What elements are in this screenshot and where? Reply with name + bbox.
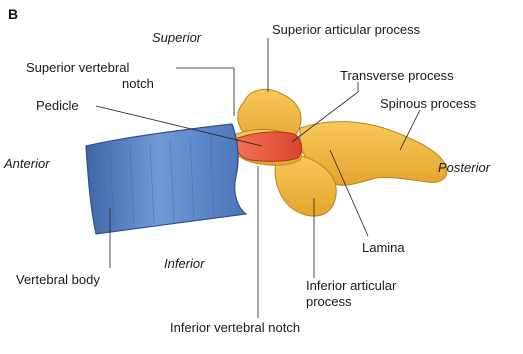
label-superior-vertebral-notch-line1: Superior vertebral [26,60,129,75]
label-pedicle: Pedicle [36,98,79,113]
orientation-inferior: Inferior [164,256,204,271]
label-inferior-vertebral-notch: Inferior vertebral notch [170,320,300,335]
label-vertebral-body: Vertebral body [16,272,100,287]
transverse-process-shape [237,132,302,161]
label-superior-articular-process: Superior articular process [272,22,420,37]
label-lamina: Lamina [362,240,405,255]
label-superior-vertebral-notch-line2: notch [122,76,154,91]
label-spinous-process: Spinous process [380,96,476,111]
panel-letter: B [8,6,18,22]
orientation-superior: Superior [152,30,201,45]
orientation-posterior: Posterior [438,160,490,175]
label-inferior-articular-process-line2: process [306,294,352,309]
orientation-anterior: Anterior [4,156,50,171]
label-transverse-process: Transverse process [340,68,454,83]
label-inferior-articular-process-line1: Inferior articular [306,278,396,293]
